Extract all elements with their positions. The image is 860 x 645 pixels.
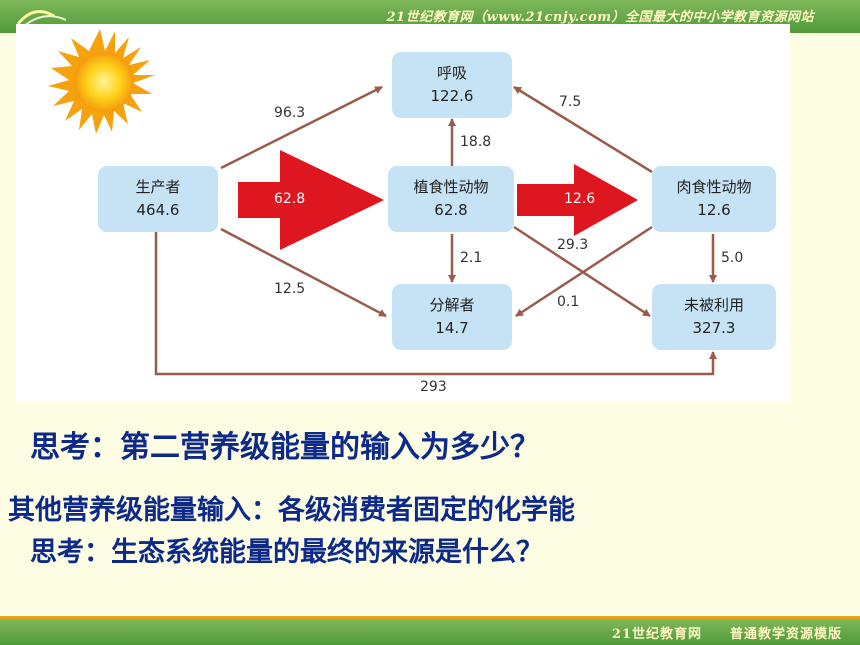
- label-herbivore-carnivore: 12.6: [564, 191, 596, 207]
- footer-tagline: 21世纪教育网 普通教学资源模版: [611, 627, 842, 642]
- label-producer-decomposer: 12.5: [274, 281, 306, 297]
- node-unused: 未被利用 327.3: [652, 284, 776, 350]
- energy-flow-diagram: 呼吸 122.6 生产者 464.6 植食性动物 62.8 肉食性动物 12.6…: [16, 24, 790, 402]
- statement-other-trophic-levels: 其他营养级能量输入：各级消费者固定的化学能: [8, 495, 575, 526]
- label-producer-unused: 293: [420, 379, 447, 395]
- diagram-lines: [48, 29, 717, 376]
- label-herbivore-respiration: 18.8: [460, 134, 492, 150]
- edge-producer-decomposer: [220, 227, 387, 318]
- edge-carnivore-decomposer: [515, 225, 653, 318]
- node-producer: 生产者 464.6: [98, 166, 218, 232]
- label-producer-herbivore: 62.8: [274, 191, 306, 207]
- question-energy-source: 思考：生态系统能量的最终的来源是什么？: [30, 537, 543, 568]
- big-arrow-producer-herbivore: [238, 150, 384, 250]
- node-herbivore: 植食性动物 62.8: [388, 166, 514, 232]
- site-logo: [16, 10, 67, 27]
- edge-carnivore-respiration: [513, 85, 653, 174]
- big-arrow-herbivore-carnivore: [517, 164, 638, 236]
- node-carnivore: 肉食性动物 12.6: [652, 166, 776, 232]
- label-herbivore-decomposer: 2.1: [460, 250, 483, 266]
- label-carnivore-decomposer: 0.1: [557, 294, 580, 310]
- site-tagline: 21世纪教育网（www.21cnjy.com）全国最大的中小学教育资源网站: [386, 10, 814, 25]
- node-decomposer: 分解者 14.7: [392, 284, 512, 350]
- edge-producer-respiration: [220, 85, 383, 170]
- sun-icon: [48, 29, 155, 134]
- label-producer-respiration: 96.3: [274, 105, 306, 121]
- footer-band: 21世纪教育网 普通教学资源模版: [0, 616, 860, 645]
- node-respiration: 呼吸 122.6: [392, 52, 512, 118]
- label-carnivore-respiration: 7.5: [559, 94, 582, 110]
- label-carnivore-unused: 5.0: [721, 250, 744, 266]
- edge-producer-unused: [154, 232, 717, 376]
- label-herbivore-unused: 29.3: [557, 237, 589, 253]
- question-second-trophic-level: 思考：第二营养级能量的输入为多少？: [30, 430, 540, 465]
